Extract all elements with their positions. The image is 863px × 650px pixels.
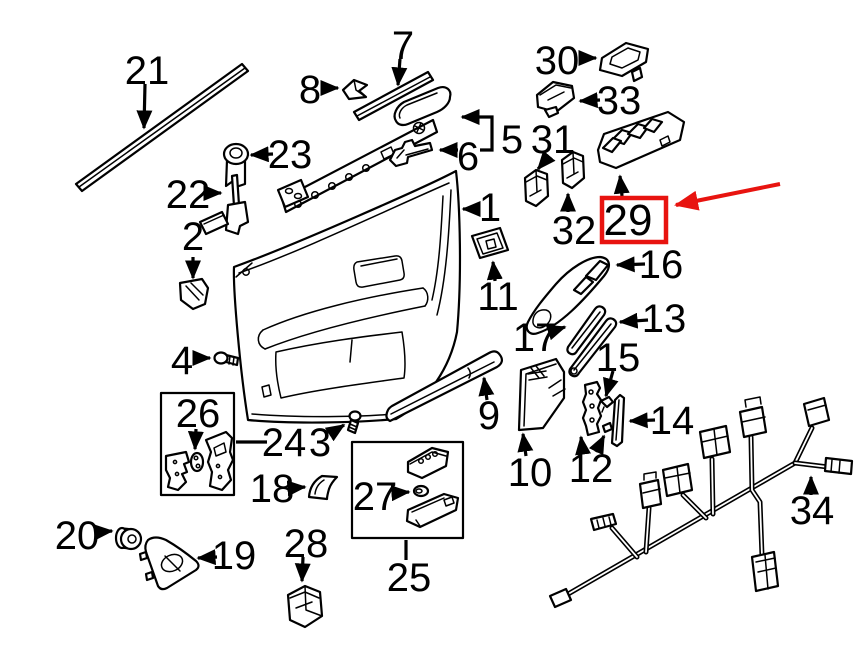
callout-9-arrow xyxy=(478,376,495,401)
callout-11[interactable]: 11 xyxy=(477,275,519,319)
belt-reinforcement-strip xyxy=(276,118,439,214)
part-11-window-switch-bezel xyxy=(470,226,510,260)
callout-17-arrow xyxy=(545,324,567,341)
part-22-lock-rod-bracket xyxy=(198,173,250,236)
callout-5-bracket xyxy=(460,109,494,152)
callout-14[interactable]: 14 xyxy=(650,399,695,443)
callout-7-arrow xyxy=(391,58,408,87)
callout-19-arrow xyxy=(196,549,218,566)
part-20-grommet xyxy=(114,526,143,551)
callout-10-arrow xyxy=(517,432,534,457)
callout-23[interactable]: 23 xyxy=(268,133,313,177)
callout-12[interactable]: 12 xyxy=(569,447,614,491)
callout-16[interactable]: 16 xyxy=(639,243,684,287)
callout-12-arrow-a xyxy=(575,435,592,456)
callout-2[interactable]: 2 xyxy=(182,215,204,259)
callout-11-arrow xyxy=(486,260,503,282)
callout-16-arrow xyxy=(615,256,646,273)
callout-14-arrow xyxy=(628,412,656,429)
part-9-door-pull-trim xyxy=(385,350,504,423)
callout-leaders xyxy=(93,50,819,583)
callout-28[interactable]: 28 xyxy=(284,522,329,566)
part-12-bracket-and-clips xyxy=(581,380,614,437)
callout-3[interactable]: 3 xyxy=(309,421,331,465)
callout-18[interactable]: 18 xyxy=(250,467,295,511)
callout-24[interactable]: 24 xyxy=(262,421,307,465)
part-3-screw xyxy=(346,410,362,435)
callout-27[interactable]: 27 xyxy=(353,475,398,519)
part-2-clip xyxy=(178,277,210,311)
part-28-bracket xyxy=(286,584,324,629)
callout-20-arrow xyxy=(93,524,114,541)
part-27-box-lamp-parts xyxy=(350,440,465,540)
callout-10[interactable]: 10 xyxy=(508,451,553,495)
part-8-clip xyxy=(341,78,369,101)
part-6-handle-bracket xyxy=(388,138,434,168)
part-5-sill-trim-oval xyxy=(393,86,452,127)
callout-29[interactable]: 29 xyxy=(604,196,653,245)
part-14-trim-strip xyxy=(610,393,626,448)
callout-34[interactable]: 34 xyxy=(790,489,835,533)
part-18-clip xyxy=(307,474,339,501)
callout-13[interactable]: 13 xyxy=(642,297,687,341)
callout-22[interactable]: 22 xyxy=(166,173,211,217)
callout-21[interactable]: 21 xyxy=(125,49,170,93)
part-10-tweeter-trim-panel xyxy=(517,357,566,432)
callout-9[interactable]: 9 xyxy=(478,394,500,438)
callout-21-arrow xyxy=(136,83,153,130)
callout-18-arrow xyxy=(286,480,307,497)
callout-7[interactable]: 7 xyxy=(392,24,414,68)
callout-26-arrow xyxy=(187,428,204,451)
part-26-box-latch-parts xyxy=(159,391,236,497)
part-34-wiring-harness xyxy=(548,396,854,609)
callout-33[interactable]: 33 xyxy=(597,79,642,123)
callout-30[interactable]: 30 xyxy=(535,39,580,83)
callout-31-arrow xyxy=(536,150,556,171)
callout-19[interactable]: 19 xyxy=(212,534,257,578)
callout-8[interactable]: 8 xyxy=(299,68,321,112)
part-13-pull-rod xyxy=(568,317,618,378)
callout-15-arrow xyxy=(603,370,619,398)
part-4-pin-clip xyxy=(213,351,240,367)
part-21-window-weatherstrip xyxy=(74,62,250,193)
callout-31[interactable]: 31 xyxy=(531,118,576,162)
callout-12-arrow-b xyxy=(588,434,606,456)
callout-32[interactable]: 32 xyxy=(552,209,597,253)
callout-4[interactable]: 4 xyxy=(171,339,193,383)
callout-26[interactable]: 26 xyxy=(176,392,221,436)
part-33-switch xyxy=(535,80,576,119)
highlight-arrow xyxy=(674,182,781,211)
callout-27-arrow xyxy=(390,485,411,502)
callout-5[interactable]: 5 xyxy=(501,118,523,162)
callout-29-arrow xyxy=(613,174,630,197)
callout-20[interactable]: 20 xyxy=(55,514,100,558)
callout-15[interactable]: 15 xyxy=(596,336,641,380)
callout-28-arrow xyxy=(294,556,311,583)
callout-3-arrow xyxy=(324,423,346,442)
callout-numbers: 1 2 3 4 5 6 7 8 9 10 11 12 13 14 15 16 1… xyxy=(55,24,835,600)
callout-33-arrow xyxy=(578,92,601,109)
callout-6[interactable]: 6 xyxy=(457,135,479,179)
callout-17[interactable]: 17 xyxy=(513,316,558,360)
callout-23-arrow xyxy=(249,146,274,163)
part-19-mirror-trim-triangle xyxy=(138,536,200,591)
part-29-master-window-switch xyxy=(596,110,686,170)
callout-1[interactable]: 1 xyxy=(479,186,501,230)
callout-25[interactable]: 25 xyxy=(387,556,432,600)
highlight-box-29 xyxy=(599,195,669,245)
part-1-door-trim-panel xyxy=(232,169,462,424)
part-16-armrest xyxy=(525,255,610,335)
part-15-clip xyxy=(599,395,615,413)
callout-13-arrow xyxy=(618,312,649,329)
part-30-switch-bezel xyxy=(598,41,650,83)
part-17-pull-rod xyxy=(566,305,607,356)
part-32-clip xyxy=(560,150,586,190)
highlight-annotation xyxy=(599,182,781,245)
part-31-clip xyxy=(523,168,550,208)
